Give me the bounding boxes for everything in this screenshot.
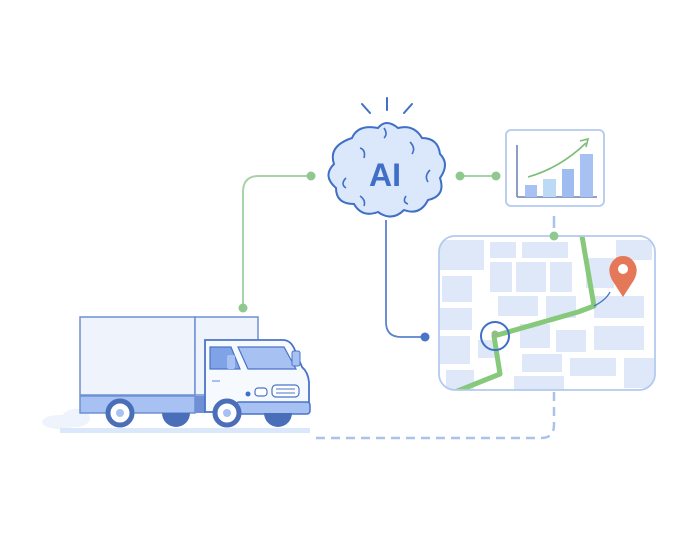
connector-truck-to-ai — [238, 171, 316, 313]
bar-chart-trend-icon — [505, 129, 605, 207]
location-pin-icon — [609, 256, 637, 297]
connector-map-to-truck-dashed — [316, 392, 556, 440]
connector-ai-to-chart — [455, 171, 501, 181]
map-route-icon — [438, 231, 656, 391]
ai-label: AI — [369, 157, 401, 193]
brain-cloud-icon — [327, 97, 446, 218]
route-start-circle-icon — [480, 321, 510, 351]
delivery-truck-icon — [42, 316, 311, 433]
connector-ai-to-map — [385, 220, 430, 342]
